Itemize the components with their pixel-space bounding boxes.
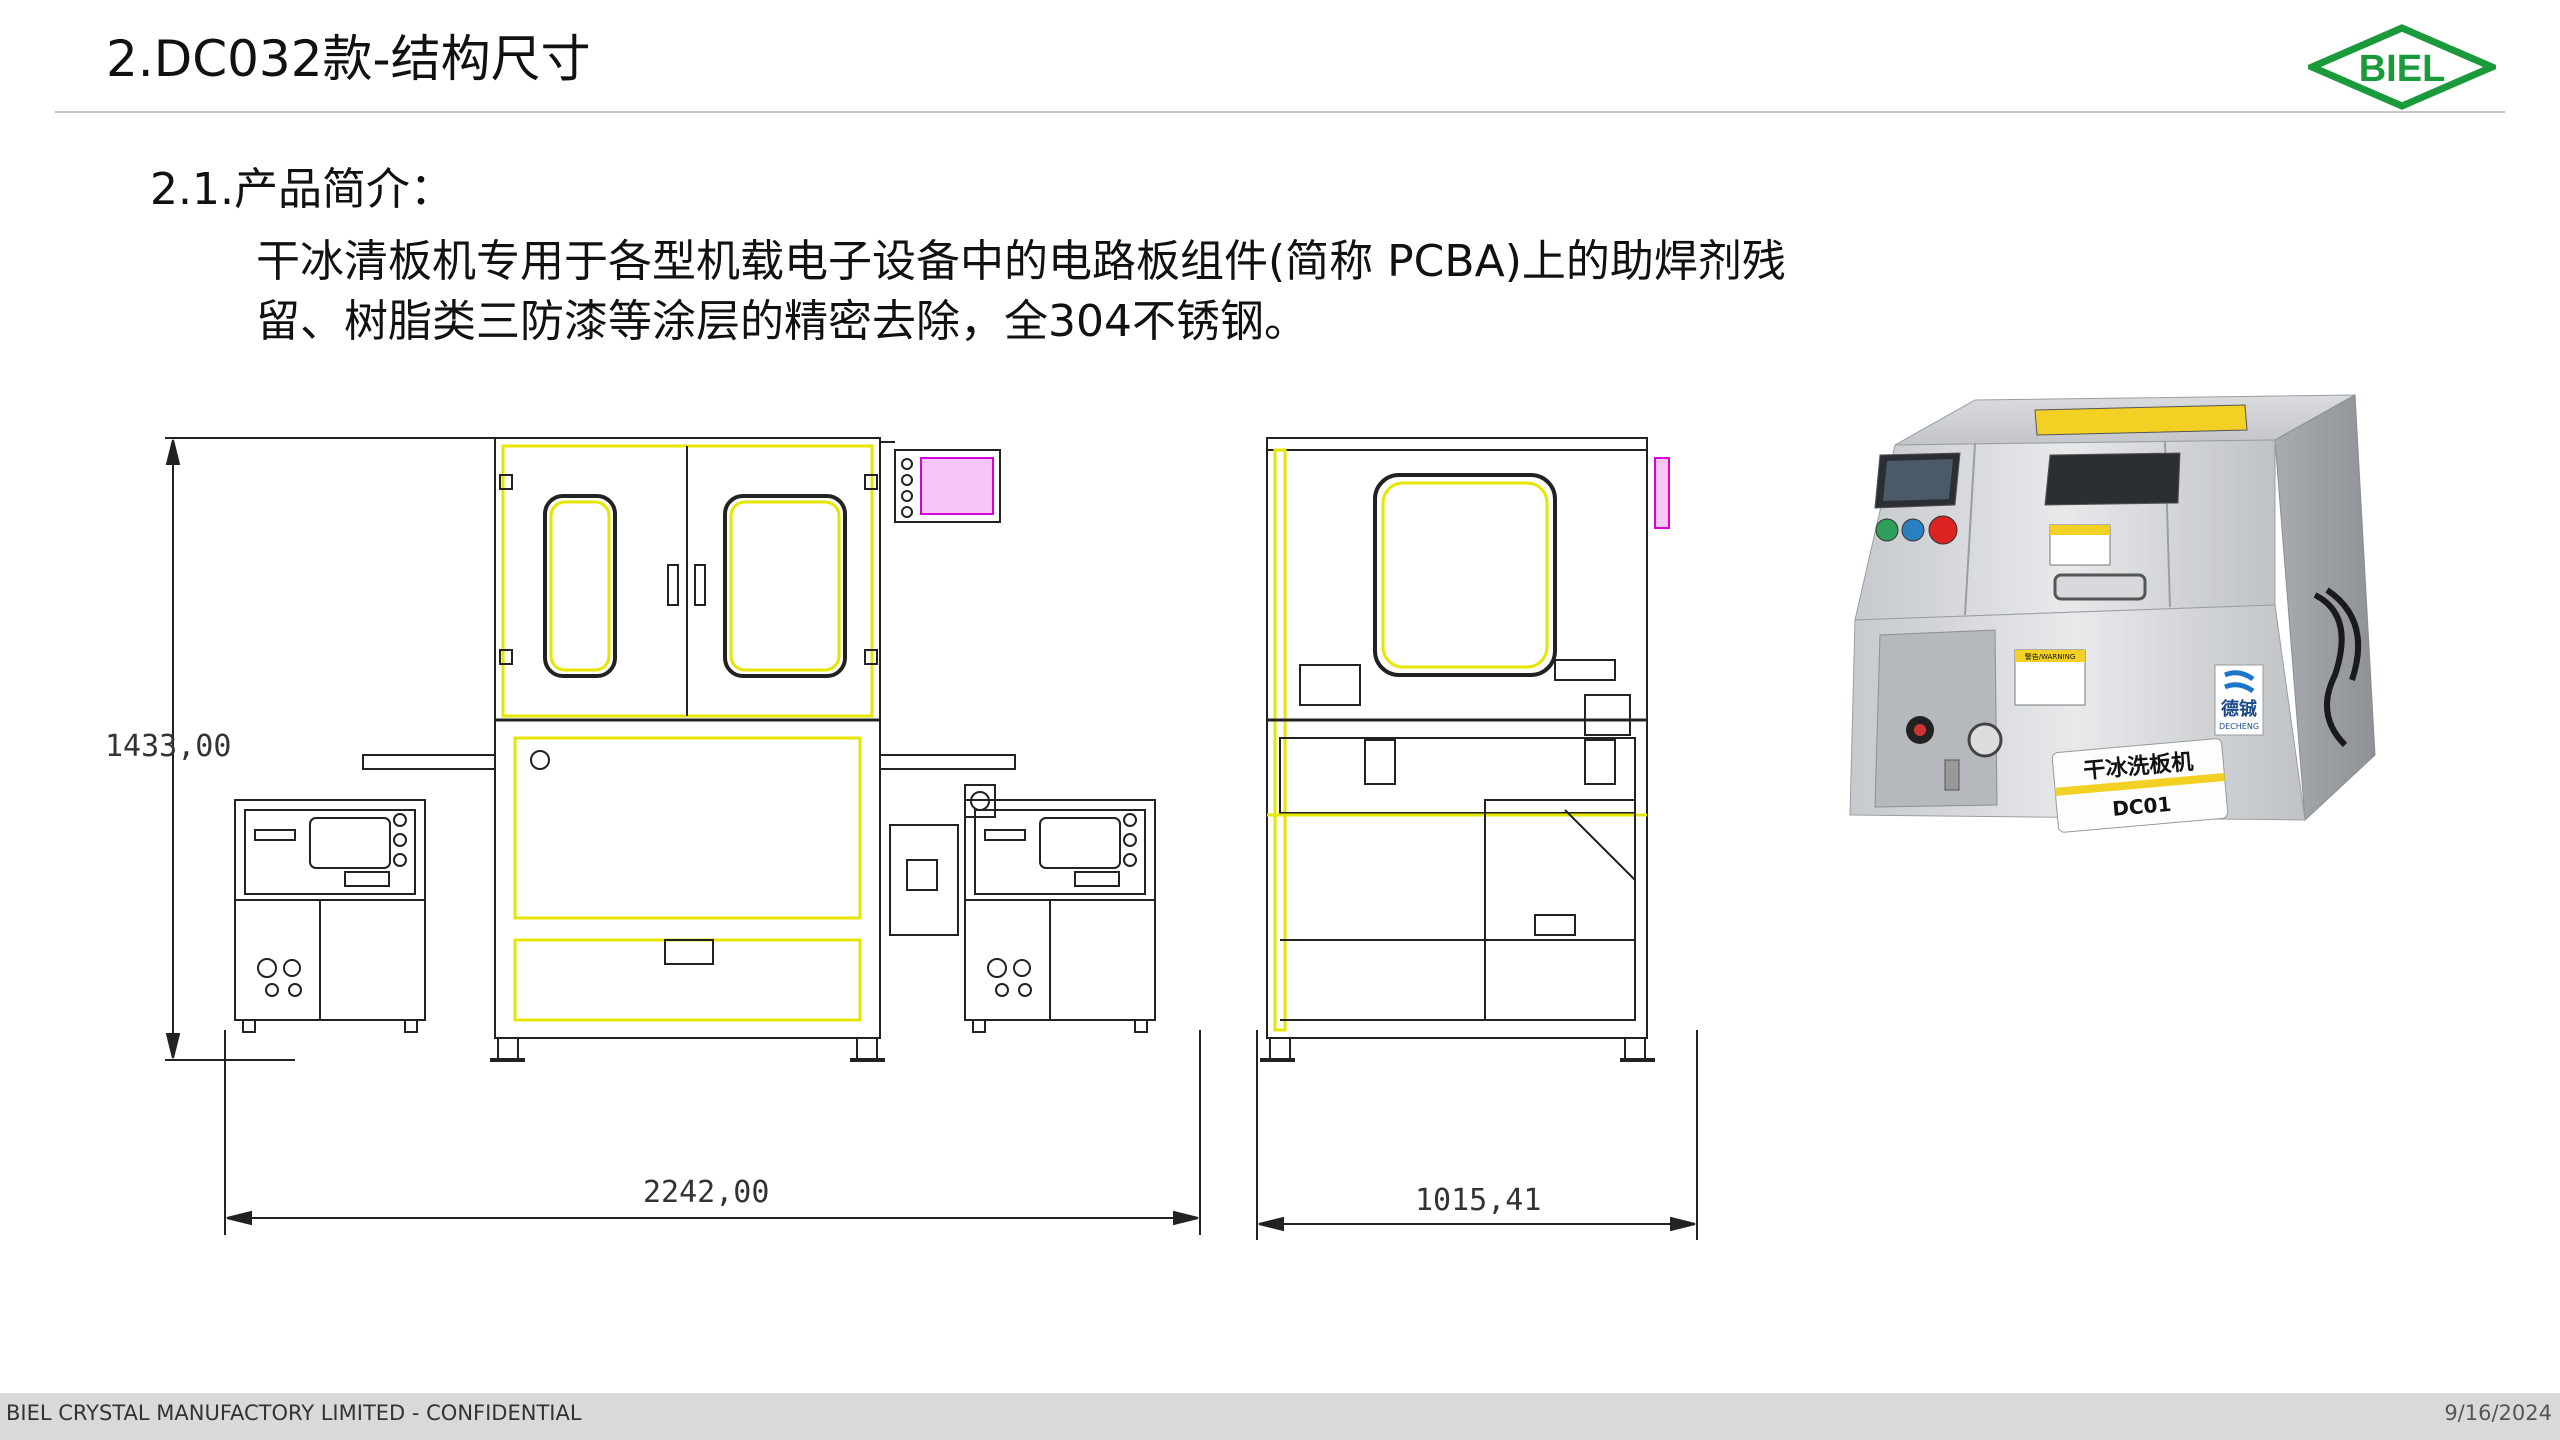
photo-warning-label: 警告/WARNING xyxy=(2025,652,2076,661)
footer-confidential: BIEL CRYSTAL MANUFACTORY LIMITED - CONFI… xyxy=(6,1401,582,1425)
footer-date: 9/16/2024 xyxy=(2444,1401,2552,1425)
photo-brand-cn: 德铖 xyxy=(2221,698,2257,720)
depth-dimension-label: 1015,41 xyxy=(1415,1183,1541,1218)
page-title: 2.DC032款-结构尺寸 xyxy=(106,30,591,88)
front-view xyxy=(234,437,1156,1062)
width-dimension-label: 2242,00 xyxy=(643,1175,769,1210)
product-description: 干冰清板机专用于各型机载电子设备中的电路板组件(简称 PCBA)上的助焊剂残 留… xyxy=(256,232,1976,352)
footer-bar xyxy=(0,1393,2560,1440)
biel-logo: BIEL xyxy=(2308,24,2496,110)
description-line-2: 留、树脂类三防漆等涂层的精密去除，全304不锈钢。 xyxy=(256,296,1308,347)
logo-text: BIEL xyxy=(2359,48,2446,90)
description-line-1: 干冰清板机专用于各型机载电子设备中的电路板组件(简称 PCBA)上的助焊剂残 xyxy=(256,236,1786,287)
section-heading: 2.1.产品简介： xyxy=(150,164,454,215)
height-dimension xyxy=(165,437,500,1061)
side-view xyxy=(1260,437,1670,1062)
photo-brand-en: DECHENG xyxy=(2219,722,2259,731)
technical-drawing: 1433,00 2242,00 1015,41 xyxy=(105,437,1698,1240)
height-dimension-label: 1433,00 xyxy=(105,729,231,764)
header-divider xyxy=(55,111,2505,113)
photo-model: DC01 xyxy=(2111,792,2172,821)
product-photo: 警告/WARNING 德铖 DECHENG 干冰洗板机 DC01 xyxy=(1849,394,2376,833)
depth-dimension xyxy=(1256,1030,1698,1240)
width-dimension xyxy=(224,1030,1201,1235)
